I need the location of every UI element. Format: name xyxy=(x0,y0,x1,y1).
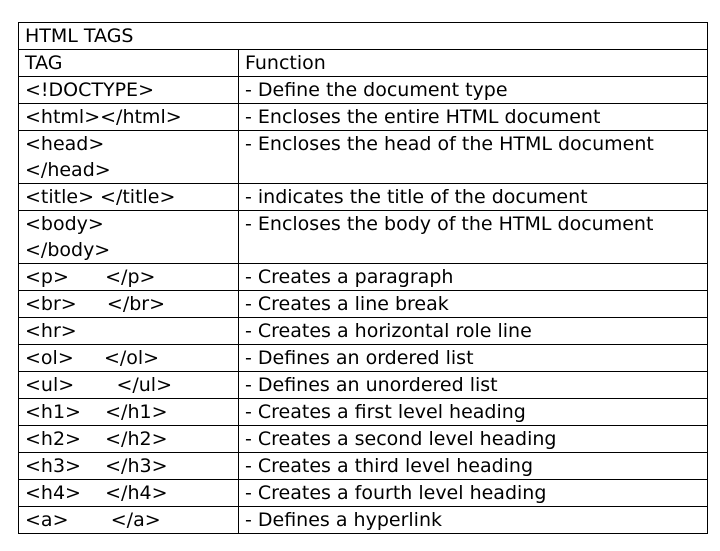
tag-cell: <ul> </ul> xyxy=(18,371,239,399)
tag-cell: <head> </head> xyxy=(18,130,239,184)
function-cell: - indicates the title of the document xyxy=(238,183,708,211)
tag-text: <h2> </h2> xyxy=(25,428,168,450)
tag-open-text: <body> xyxy=(25,213,104,235)
function-cell: - Creates a third level heading xyxy=(238,452,708,480)
tag-cell: <h3> </h3> xyxy=(18,452,239,480)
tag-close-text: </body> xyxy=(25,239,111,261)
tag-text: <a> </a> xyxy=(25,509,161,531)
function-cell: - Defines an ordered list xyxy=(238,344,708,372)
function-cell: - Creates a second level heading xyxy=(238,425,708,453)
column-header-function: Function xyxy=(238,49,708,77)
table-row: <head> </head> - Encloses the head of th… xyxy=(18,130,708,184)
table-row: <br> </br> - Creates a line break xyxy=(18,290,708,318)
tag-text: <h3> </h3> xyxy=(25,455,168,477)
table-row: <title> </title> - indicates the title o… xyxy=(18,183,708,211)
column-header-tag: TAG xyxy=(18,49,239,77)
tag-cell: <h2> </h2> xyxy=(18,425,239,453)
table-row: <html></html> - Encloses the entire HTML… xyxy=(18,103,708,131)
tag-text: <title> </title> xyxy=(25,186,176,208)
table-title: HTML TAGS xyxy=(18,22,708,50)
function-cell: - Encloses the entire HTML document xyxy=(238,103,708,131)
table-row: <h3> </h3> - Creates a third level headi… xyxy=(18,452,708,480)
function-cell: - Encloses the body of the HTML document xyxy=(238,210,708,264)
tag-cell: <!DOCTYPE> xyxy=(18,76,239,104)
tag-text: <ol> </ol> xyxy=(25,347,160,369)
table-row: <body> </body> - Encloses the body of th… xyxy=(18,210,708,264)
tag-cell: <hr> xyxy=(18,317,239,345)
tag-cell: <h4> </h4> xyxy=(18,479,239,507)
tag-cell: <title> </title> xyxy=(18,183,239,211)
table-header-row: TAG Function xyxy=(18,49,708,77)
tag-cell: <h1> </h1> xyxy=(18,398,239,426)
table-row: <ol> </ol> - Defines an ordered list xyxy=(18,344,708,372)
table-row: <h4> </h4> - Creates a fourth level head… xyxy=(18,479,708,507)
tag-close-text: </head> xyxy=(25,159,111,181)
html-tags-table: HTML TAGS TAG Function <!DOCTYPE> - Defi… xyxy=(18,22,708,534)
tag-cell: <br> </br> xyxy=(18,290,239,318)
tag-text: <p> </p> xyxy=(25,266,156,288)
tag-cell: <html></html> xyxy=(18,103,239,131)
tag-text: <ul> </ul> xyxy=(25,374,172,396)
table-row: <!DOCTYPE> - Define the document type xyxy=(18,76,708,104)
tag-text: <h4> </h4> xyxy=(25,482,168,504)
tag-cell: <body> </body> xyxy=(18,210,239,264)
function-cell: - Creates a first level heading xyxy=(238,398,708,426)
function-cell: - Creates a fourth level heading xyxy=(238,479,708,507)
function-cell: - Define the document type xyxy=(238,76,708,104)
table-row: <hr> - Creates a horizontal role line xyxy=(18,317,708,345)
function-cell: - Defines an unordered list xyxy=(238,371,708,399)
tag-cell: <a> </a> xyxy=(18,506,239,534)
tag-text: <h1> </h1> xyxy=(25,401,168,423)
tag-text: <br> </br> xyxy=(25,293,166,315)
tag-open-text: <head> xyxy=(25,133,105,155)
function-cell: - Defines a hyperlink xyxy=(238,506,708,534)
tag-text: <!DOCTYPE> xyxy=(25,79,154,101)
function-cell: - Creates a horizontal role line xyxy=(238,317,708,345)
tag-text: <html></html> xyxy=(25,106,182,128)
function-cell: - Creates a line break xyxy=(238,290,708,318)
function-cell: - Encloses the head of the HTML document xyxy=(238,130,708,184)
tag-cell: <p> </p> xyxy=(18,263,239,291)
table-row: <h1> </h1> - Creates a first level headi… xyxy=(18,398,708,426)
table-row: <p> </p> - Creates a paragraph xyxy=(18,263,708,291)
table-row: <h2> </h2> - Creates a second level head… xyxy=(18,425,708,453)
table-row: <ul> </ul> - Defines an unordered list xyxy=(18,371,708,399)
table-row: <a> </a> - Defines a hyperlink xyxy=(18,506,708,534)
table-title-row: HTML TAGS xyxy=(18,22,708,50)
function-cell: - Creates a paragraph xyxy=(238,263,708,291)
tag-text: <hr> xyxy=(25,320,77,342)
tag-cell: <ol> </ol> xyxy=(18,344,239,372)
